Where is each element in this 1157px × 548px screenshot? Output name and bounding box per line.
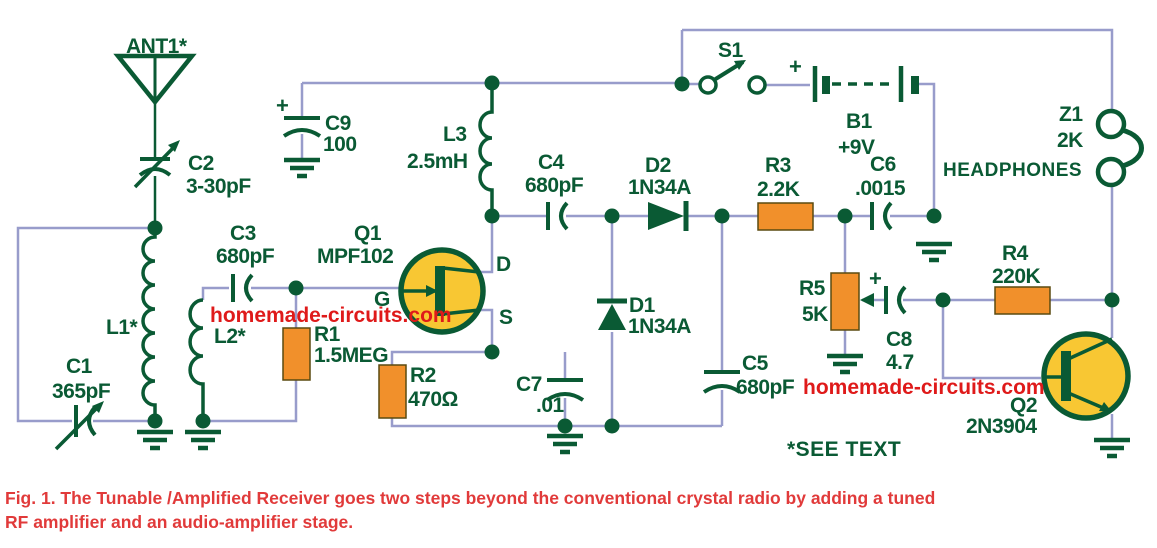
- ground-l1: [137, 429, 173, 451]
- c1-value: 365pF: [52, 380, 111, 403]
- c2-value: 3-30pF: [186, 175, 251, 198]
- c9-plus-sign: +: [276, 93, 289, 118]
- c8-ref: C8: [886, 328, 913, 351]
- l1-label: L1*: [106, 316, 139, 339]
- ground-q2: [1094, 437, 1130, 459]
- diode-d1: D1 1N34A: [597, 294, 692, 338]
- q1-ref: Q1: [354, 222, 382, 245]
- capacitor-c5: C5 680pF: [702, 352, 795, 399]
- c6-value: .0015: [855, 177, 906, 200]
- c8-plus-sign: +: [869, 266, 882, 291]
- r1-ref: R1: [314, 323, 341, 346]
- ground-r5: [827, 353, 863, 375]
- transistor-q1: Q1 MPF102 D G S: [317, 222, 514, 335]
- l3-value: 2.5mH: [407, 150, 468, 173]
- r2-value: 470Ω: [408, 388, 458, 411]
- capacitor-c3: C3 680pF: [216, 222, 275, 303]
- ground-c9: [284, 157, 320, 179]
- c8-value: 4.7: [886, 351, 914, 374]
- d2-value: 1N34A: [628, 176, 691, 199]
- q1-pin-g: G: [374, 288, 390, 311]
- c3-ref: C3: [230, 222, 256, 245]
- ground-l2: [185, 429, 221, 451]
- c6-ref: C6: [870, 153, 896, 176]
- c5-value: 680pF: [736, 376, 795, 399]
- capacitor-c4: C4 680pF: [525, 151, 584, 231]
- z1-label: HEADPHONES: [943, 160, 1082, 181]
- resistor-r1: R1 1.5MEG: [282, 323, 389, 381]
- transistor-q2: Q2 2N3904: [966, 331, 1131, 438]
- capacitor-c7: C7 .01: [516, 373, 585, 417]
- q2-value: 2N3904: [966, 415, 1037, 438]
- antenna-ant1: ANT1*: [113, 35, 197, 228]
- r5-value: 5K: [802, 303, 828, 326]
- d2-ref: D2: [645, 154, 671, 177]
- c3-value: 680pF: [216, 245, 275, 268]
- z1-value: 2K: [1057, 129, 1083, 152]
- ground-c6: [916, 241, 952, 263]
- r5-ref: R5: [799, 277, 826, 300]
- c9-ref: C9: [325, 112, 351, 135]
- resistor-r2: R2 470Ω: [378, 364, 458, 419]
- r1-value: 1.5MEG: [314, 344, 388, 367]
- caption-line1: Fig. 1. The Tunable /Amplified Receiver …: [5, 488, 935, 508]
- c7-ref: C7: [516, 373, 542, 396]
- q2-ref: Q2: [1010, 394, 1037, 417]
- figure-caption: Fig. 1. The Tunable /Amplified Receiver …: [5, 488, 935, 532]
- r4-ref: R4: [1002, 242, 1029, 265]
- q1-pin-s: S: [499, 306, 513, 329]
- c5-ref: C5: [742, 352, 769, 375]
- watermark-right: homemade-circuits.com: [803, 376, 1045, 399]
- l3-ref: L3: [443, 123, 467, 146]
- ant1-label: ANT1*: [126, 35, 188, 58]
- inductor-l2: L2*: [188, 298, 247, 421]
- r4-value: 220K: [992, 265, 1041, 288]
- see-text-note: *SEE TEXT: [787, 438, 901, 461]
- d1-value: 1N34A: [628, 315, 691, 338]
- capacitor-c8: + C8 4.7: [869, 266, 914, 374]
- watermark-left: homemade-circuits.com: [210, 304, 452, 327]
- b1-value: +9V: [838, 136, 875, 159]
- inductor-l3: L3 2.5mH: [407, 83, 494, 216]
- r3-ref: R3: [765, 154, 791, 177]
- inductor-l1: L1*: [106, 228, 157, 421]
- capacitor-c1: C1 365pF: [52, 355, 111, 451]
- headphones-z1: Z1 2K HEADPHONES: [943, 103, 1144, 188]
- capacitor-c9: + C9 100: [276, 93, 357, 156]
- ground-symbols: [137, 157, 1130, 459]
- circuit-wires: [16, 28, 1114, 438]
- diode-d2: D2 1N34A: [628, 154, 692, 231]
- d1-ref: D1: [629, 294, 656, 317]
- c7-value: .01: [536, 394, 565, 417]
- q1-value: MPF102: [317, 245, 393, 268]
- l2-label: L2*: [214, 325, 247, 348]
- b1-ref: B1: [846, 110, 873, 133]
- r2-ref: R2: [410, 364, 436, 387]
- c2-ref: C2: [188, 152, 214, 175]
- c9-value: 100: [323, 133, 357, 156]
- potentiometer-r5: R5 5K: [799, 272, 874, 331]
- c1-ref: C1: [66, 355, 93, 378]
- z1-ref: Z1: [1059, 103, 1083, 126]
- b1-plus-sign: +: [789, 54, 802, 79]
- q1-pin-d: D: [496, 253, 511, 276]
- capacitor-c6: C6 .0015: [855, 153, 906, 231]
- c4-value: 680pF: [525, 174, 584, 197]
- capacitor-c2: C2 3-30pF: [133, 140, 252, 198]
- r3-value: 2.2K: [757, 178, 800, 201]
- battery-b1: + B1 +9V: [789, 54, 919, 159]
- resistor-r3: R3 2.2K: [757, 154, 814, 231]
- c4-ref: C4: [538, 151, 565, 174]
- switch-s1: S1: [698, 39, 767, 95]
- s1-label: S1: [718, 39, 744, 62]
- ground-c7: [547, 433, 583, 455]
- junction-dots: [147, 75, 1120, 434]
- resistor-r4: R4 220K: [992, 242, 1051, 315]
- caption-line2: RF amplifier and an audio-amplifier stag…: [5, 512, 353, 532]
